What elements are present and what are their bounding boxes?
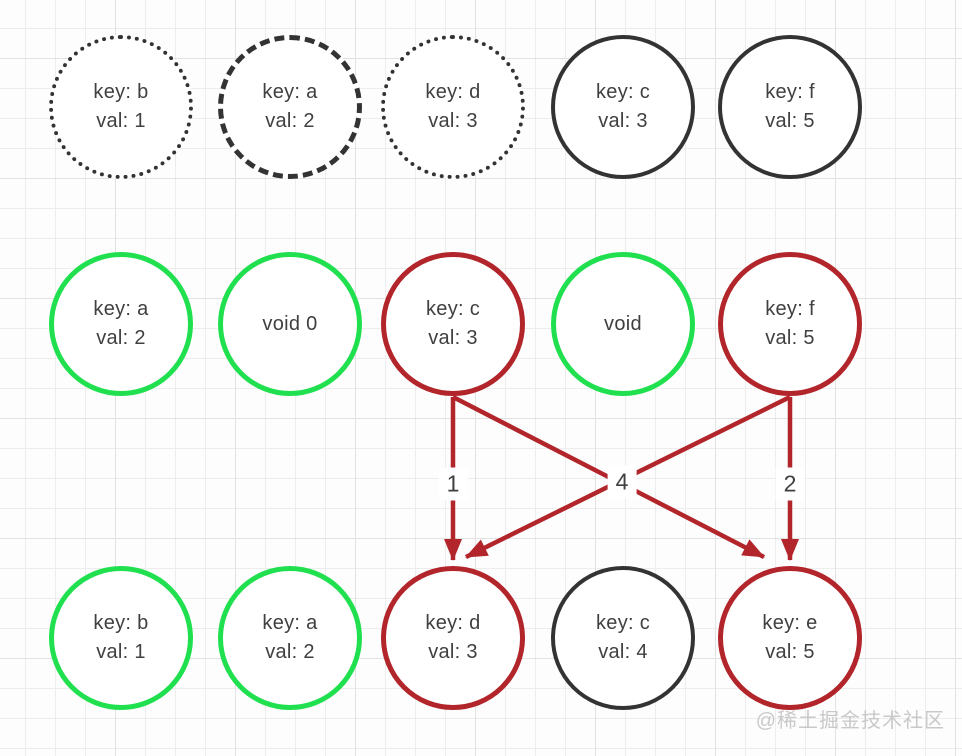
node-val-label: val: 3: [598, 110, 648, 132]
node-key-label: key: e: [762, 612, 818, 634]
node-key-label: key: b: [93, 81, 149, 103]
node-val-label: val: 4: [598, 641, 648, 663]
node-val-label: val: 3: [428, 110, 478, 132]
node-key-label: key: a: [93, 298, 149, 320]
node-mid-key-a: key: a val: 2: [49, 252, 193, 396]
node-val-label: val: 2: [265, 110, 315, 132]
node-val-label: val: 3: [428, 641, 478, 663]
node-key-label: key: d: [425, 612, 481, 634]
node-key-label: void: [604, 312, 642, 335]
node-key-label: key: c: [595, 81, 651, 103]
node-old-key-b: key: b val: 1: [49, 35, 193, 179]
node-val-label: val: 2: [96, 327, 146, 349]
node-mid-void: void: [551, 252, 695, 396]
node-val-label: val: 1: [96, 110, 146, 132]
node-val-label: val: 5: [765, 110, 815, 132]
edge-label-1: 1: [438, 467, 468, 501]
node-val-label: val: 5: [765, 327, 815, 349]
node-key-label: key: f: [765, 81, 815, 103]
edge-label-2: 2: [775, 467, 805, 501]
node-val-label: val: 2: [265, 641, 315, 663]
node-mid-key-c: key: c val: 3: [381, 252, 525, 396]
node-key-label: key: c: [595, 612, 651, 634]
node-new-key-c: key: c val: 4: [551, 566, 695, 710]
watermark: @稀土掘金技术社区: [755, 710, 945, 732]
node-old-key-c: key: c val: 3: [551, 35, 695, 179]
node-key-label: key: f: [765, 298, 815, 320]
edge-label-4: 4: [607, 465, 637, 499]
node-old-key-a: key: a val: 2: [218, 35, 362, 179]
node-new-key-b: key: b val: 1: [49, 566, 193, 710]
node-val-label: val: 3: [428, 327, 478, 349]
node-new-key-e: key: e val: 5: [718, 566, 862, 710]
node-key-label: key: a: [262, 81, 318, 103]
node-key-label: key: c: [425, 298, 481, 320]
node-new-key-d: key: d val: 3: [381, 566, 525, 710]
node-old-key-d: key: d val: 3: [381, 35, 525, 179]
node-new-key-a: key: a val: 2: [218, 566, 362, 710]
node-mid-void-0: void 0: [218, 252, 362, 396]
node-old-key-f: key: f val: 5: [718, 35, 862, 179]
node-key-label: key: a: [262, 612, 318, 634]
node-key-label: key: b: [93, 612, 149, 634]
node-mid-key-f: key: f val: 5: [718, 252, 862, 396]
node-key-label: key: d: [425, 81, 481, 103]
node-key-label: void 0: [262, 312, 318, 335]
node-val-label: val: 1: [96, 641, 146, 663]
node-val-label: val: 5: [765, 641, 815, 663]
